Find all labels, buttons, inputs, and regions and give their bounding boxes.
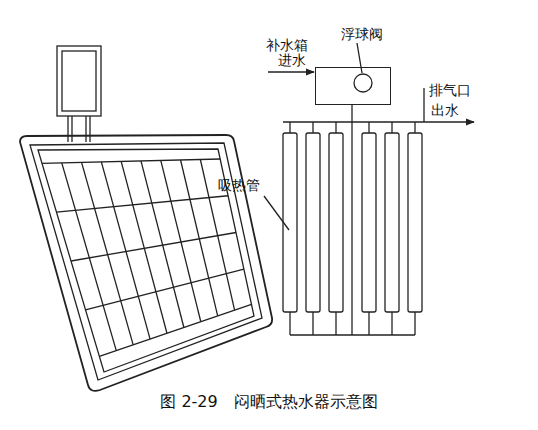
tank-leg [89,116,90,142]
return-pipe [414,312,415,335]
absorber-tube [408,133,422,312]
riser-pipe [335,122,336,133]
return-pipe [312,312,313,335]
grid-stroke [42,159,220,163]
figure-caption: 图 2-29 闷晒式热水器示意图 [0,392,538,411]
leader-line [264,196,289,230]
grid-stroke [181,160,218,316]
absorber-tubes [283,122,422,335]
bottom-header [290,334,415,335]
leader-line [357,43,362,73]
vent-label: 排气口 [429,82,471,99]
tank-leg [67,116,68,142]
tube-label: 吸热管 [218,177,260,194]
storage-tank-inner [62,51,96,111]
tank-pipe [71,116,72,142]
return-pipe [335,312,336,335]
riser-pipe [368,122,369,133]
absorber-tube [283,133,297,312]
riser-pipe [289,122,290,133]
grid-stroke [86,269,244,310]
supply-pipe [351,105,352,335]
absorber-tube [306,133,320,312]
vent-pipe [423,88,424,122]
valve-label: 浮球阀 [341,26,383,43]
absorber-tube [362,133,376,312]
grid-stroke [71,233,236,262]
tank-label: 补水箱 [266,37,308,54]
storage-tank [57,46,101,116]
outlet-label: 出水 [431,102,459,119]
grid-stroke [141,161,184,328]
absorber-tube [385,133,399,312]
riser-pipe [391,122,392,133]
float-ball-valve [354,74,372,92]
absorber-tube [329,133,343,312]
grid-stroke [161,160,201,321]
riser-pipe [414,122,415,133]
return-pipe [289,312,290,335]
riser-pipe [312,122,313,133]
grid-stroke [121,161,167,333]
tank-pipe [85,116,86,142]
panel-frame-inner [30,143,262,380]
return-pipe [368,312,369,335]
return-pipe [391,312,392,335]
panel-frame [20,135,272,391]
grid-stroke [56,196,228,212]
outlet-header [283,121,474,122]
grid-stroke [82,162,134,345]
inlet-arrow [268,71,314,72]
inlet-label: 进水 [278,52,306,69]
grid-stroke [101,162,150,339]
water-tank-box: 补水箱 [315,67,391,105]
grid-stroke [99,304,251,356]
